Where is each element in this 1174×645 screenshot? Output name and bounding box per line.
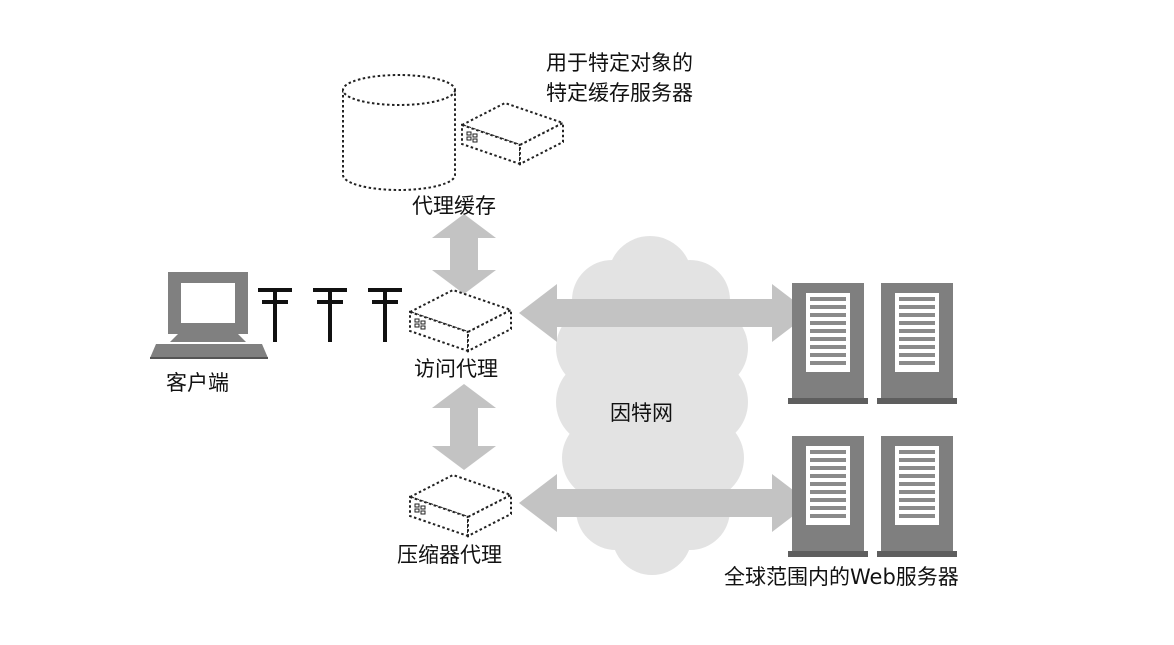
link-arrow-cache-access — [432, 214, 496, 294]
web-servers — [788, 283, 957, 557]
wire-pole-icon — [313, 288, 347, 342]
special-cache-box-icon — [459, 101, 566, 166]
cylinder-icon — [342, 74, 456, 191]
wire-poles — [258, 288, 402, 342]
computer-monitor-icon — [150, 272, 268, 359]
compression-proxy-label: 压缩器代理 — [397, 543, 502, 567]
web-servers-label: 全球范围内的Web服务器 — [724, 565, 959, 589]
client-label: 客户端 — [166, 371, 229, 395]
wire-pole-icon — [258, 288, 292, 342]
special-cache-label-line2: 特定缓存服务器 — [546, 81, 693, 105]
server-tower-icon — [877, 283, 957, 404]
special-cache-label-line1: 用于特定对象的 — [546, 51, 693, 75]
access-proxy-box-icon — [407, 288, 514, 353]
server-tower-icon — [877, 436, 957, 557]
link-arrow-access-compress — [432, 384, 496, 470]
link-arrow-top — [519, 284, 810, 342]
compress-proxy-box-icon — [407, 473, 514, 538]
access-proxy-label: 访问代理 — [414, 357, 498, 381]
server-tower-icon — [788, 436, 868, 557]
internet-label: 因特网 — [610, 401, 673, 425]
proxy-cache-label: 代理缓存 — [412, 194, 496, 218]
server-tower-icon — [788, 283, 868, 404]
link-arrow-bottom — [519, 474, 810, 532]
wire-pole-icon — [368, 288, 402, 342]
